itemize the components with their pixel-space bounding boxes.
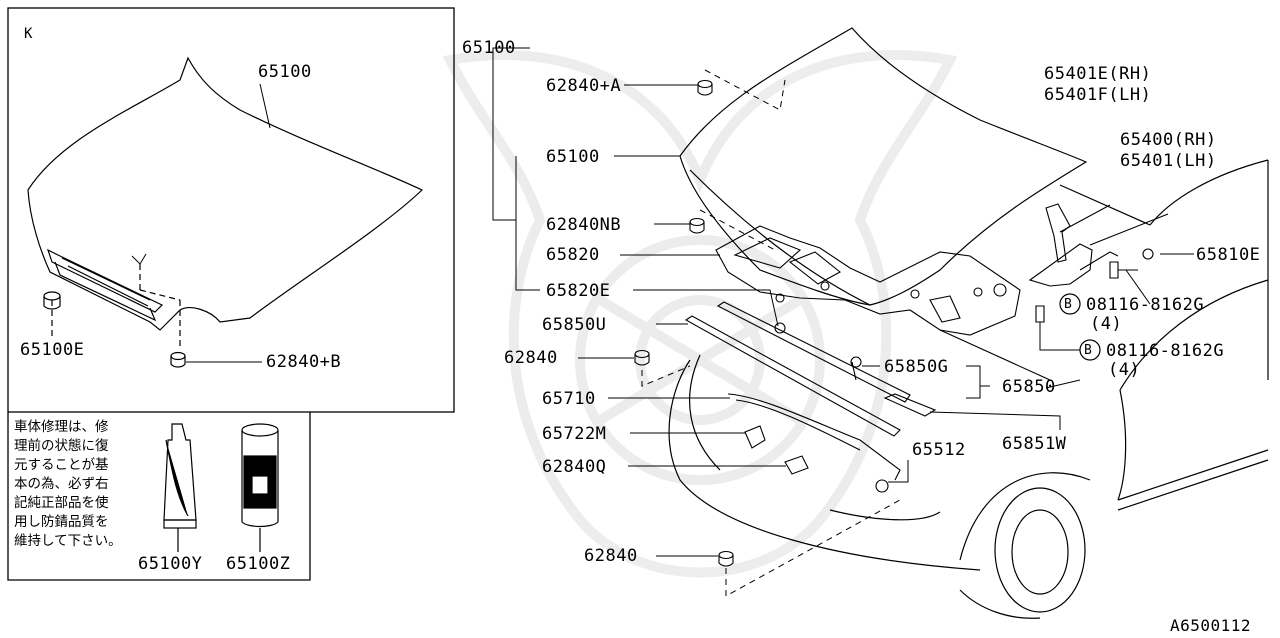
label-65401-lh[interactable]: 65401(LH) (1120, 151, 1217, 171)
leader-lines (492, 47, 1194, 557)
label-62840q[interactable]: 62840Q (542, 457, 607, 477)
label-65820[interactable]: 65820 (546, 245, 600, 265)
note-box-frame (7, 412, 311, 581)
bumper-stoppers (634, 79, 734, 567)
note-line: 記純正部品を使 (14, 495, 109, 511)
label-65851w[interactable]: 65851W (1002, 434, 1067, 454)
main-hood-drawing (679, 27, 1088, 306)
circle-b-label-lower: B (1084, 343, 1093, 358)
label-62840-lower[interactable]: 62840 (584, 546, 638, 566)
label-65710[interactable]: 65710 (542, 389, 596, 409)
label-65722m[interactable]: 65722M (542, 424, 607, 444)
car-body-drawing (668, 159, 1269, 619)
label-65401f-lh[interactable]: 65401F(LH) (1044, 85, 1152, 105)
inset-hood-drawing (27, 56, 424, 368)
note-line: 理前の状態に復 (14, 438, 109, 454)
circle-b-markers (1059, 293, 1101, 361)
label-65400-rh[interactable]: 65400(RH) (1120, 130, 1217, 150)
label-65100y[interactable]: 65100Y (138, 554, 203, 574)
label-65100-assy[interactable]: 65100 (462, 38, 516, 58)
label-inset-65100[interactable]: 65100 (258, 62, 312, 82)
label-62840a[interactable]: 62840+A (546, 76, 622, 96)
label-65401e-rh[interactable]: 65401E(RH) (1044, 64, 1152, 84)
inset-frame (7, 7, 455, 413)
diagram-id: A6500112 (1170, 616, 1252, 635)
label-62840[interactable]: 62840 (504, 348, 558, 368)
label-08116-lower-qty: (4) (1108, 360, 1141, 380)
anti-rust-can-drawing (241, 423, 279, 552)
note-line: 用し防錆品質を (14, 514, 109, 530)
label-65512[interactable]: 65512 (912, 440, 966, 460)
label-inset-62840b[interactable]: 62840+B (266, 352, 342, 372)
hinge-drawing (1028, 203, 1169, 323)
label-08116-lower[interactable]: 08116-8162G (1106, 341, 1225, 361)
label-08116-upper-qty: (4) (1090, 314, 1123, 334)
seal-strip-drawing (684, 301, 937, 493)
insulator-drawing (715, 225, 1051, 381)
touch-paint-tube-drawing (163, 423, 197, 552)
leader-inset-hood (259, 83, 271, 129)
label-65820e[interactable]: 65820E (546, 281, 611, 301)
label-65100z[interactable]: 65100Z (226, 554, 291, 574)
label-65850g[interactable]: 65850G (884, 357, 949, 377)
label-inset-65100e[interactable]: 65100E (20, 340, 85, 360)
label-62840nb[interactable]: 62840NB (546, 215, 622, 235)
note-line: 車体修理は、修 (14, 419, 109, 435)
view-letter: K (24, 26, 33, 42)
label-65850[interactable]: 65850 (1002, 377, 1056, 397)
label-65850u[interactable]: 65850U (542, 315, 607, 335)
watermark-emblem (442, 50, 958, 578)
label-65810e[interactable]: 65810E (1196, 245, 1261, 265)
dashed-guides (641, 69, 901, 597)
note-line: 維持して下さい。 (14, 533, 122, 549)
label-65100-panel[interactable]: 65100 (546, 147, 600, 167)
circle-b-label-upper: B (1064, 297, 1073, 312)
note-line: 元することが基 (14, 457, 109, 473)
label-08116-upper[interactable]: 08116-8162G (1086, 295, 1205, 315)
repair-note: 車体修理は、修 理前の状態に復 元することが基 本の為、必ず右 記純正部品を使 … (14, 418, 150, 551)
note-line: 本の為、必ず右 (14, 476, 109, 492)
